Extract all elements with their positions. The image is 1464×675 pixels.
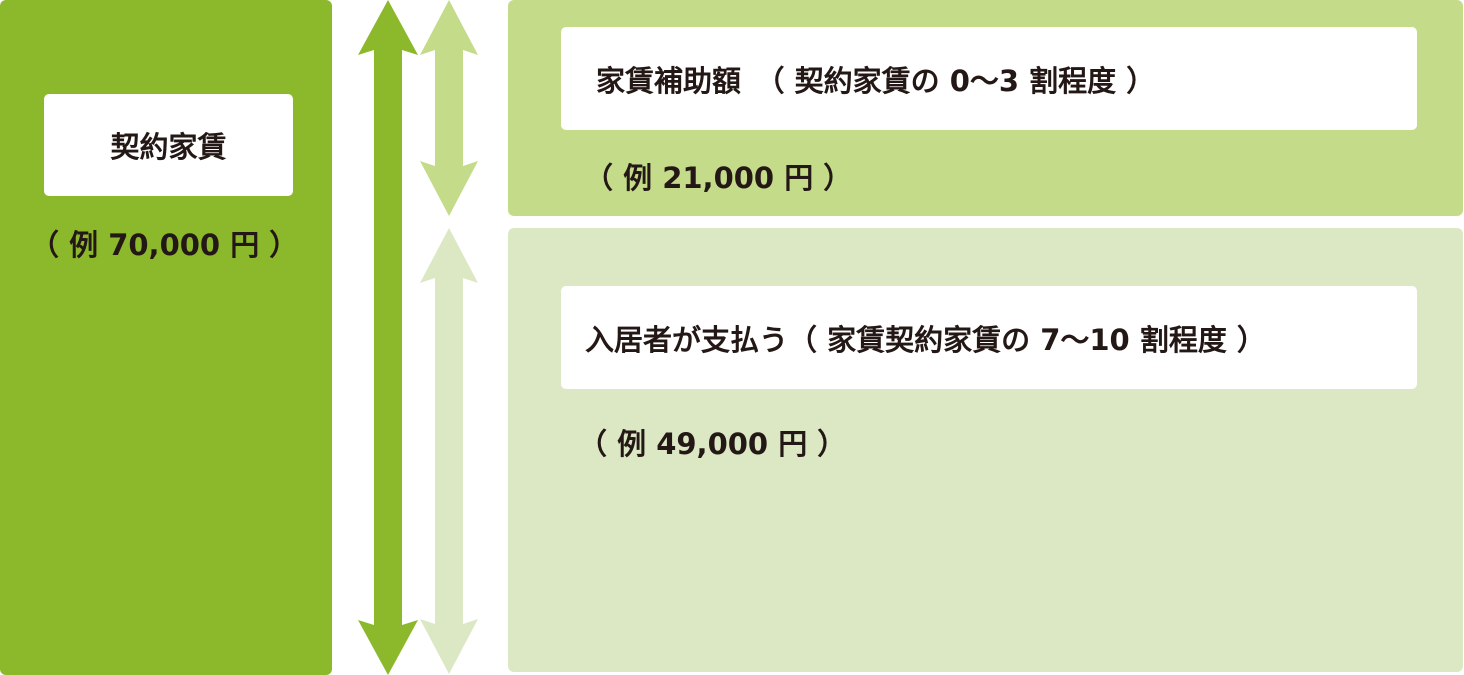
contract-rent-title: 契約家賃 [110,130,227,164]
subsidy-double-arrow [420,0,478,216]
contract-rent-label-box: 契約家賃 [44,94,293,196]
contract-rent-example: （ 例 70,000 円 ） [30,228,299,262]
tenant-panel: 入居者が支払う（ 家賃契約家賃の 7〜10 割程度 ） （ 例 49,000 円… [508,228,1463,672]
contract-rent-double-arrow [358,0,418,675]
contract-rent-panel: 契約家賃 （ 例 70,000 円 ） [0,0,332,675]
subsidy-example: （ 例 21,000 円 ） [584,161,853,195]
tenant-example: （ 例 49,000 円 ） [578,427,847,461]
tenant-title: 入居者が支払う（ 家賃契約家賃の 7〜10 割程度 ） [585,322,1266,357]
subsidy-label-box: 家賃補助額 （ 契約家賃の 0〜3 割程度 ） [561,27,1417,130]
tenant-double-arrow [420,228,478,674]
subsidy-panel: 家賃補助額 （ 契約家賃の 0〜3 割程度 ） （ 例 21,000 円 ） [508,0,1463,216]
subsidy-title: 家賃補助額 （ 契約家賃の 0〜3 割程度 ） [596,63,1156,98]
tenant-label-box: 入居者が支払う（ 家賃契約家賃の 7〜10 割程度 ） [561,286,1417,389]
